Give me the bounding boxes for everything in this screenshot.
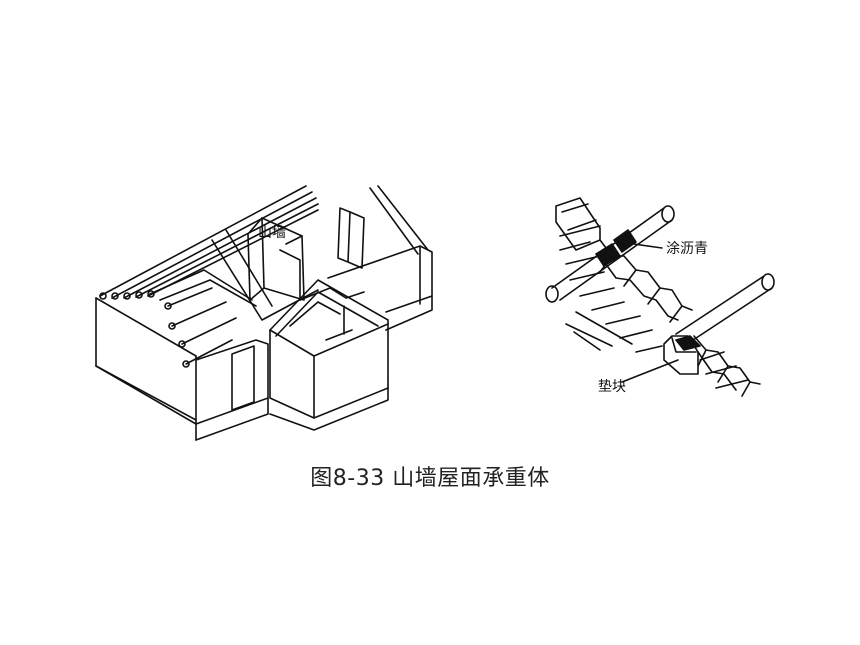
- label-gable-wall: 山墙: [258, 225, 286, 241]
- label-pad-block: 垫块: [598, 379, 626, 395]
- building-illustration: [95, 185, 433, 441]
- label-asphalt-coating: 涂沥青: [666, 241, 708, 257]
- detail-illustration: [545, 197, 775, 397]
- figure-caption: 图8-33 山墙屋面承重体: [310, 466, 550, 491]
